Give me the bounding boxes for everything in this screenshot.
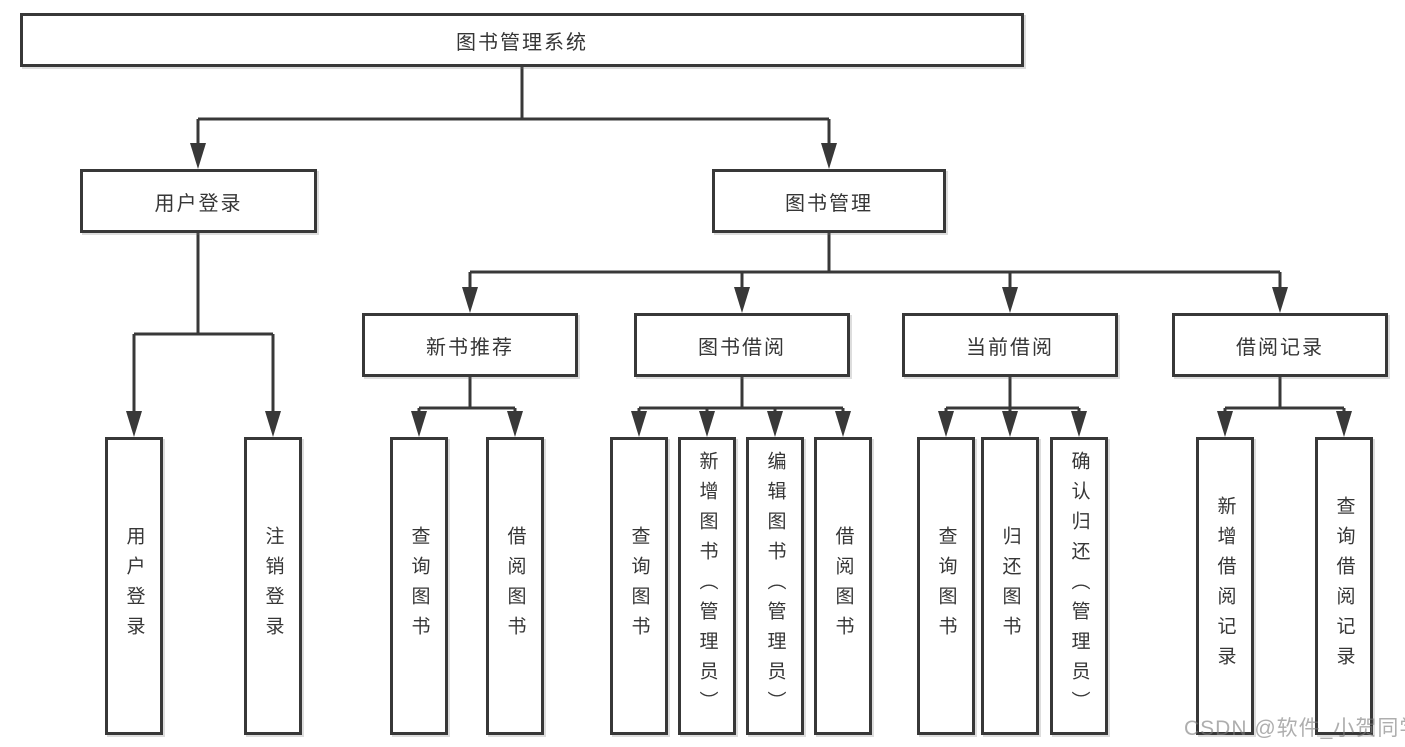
- arrowhead-book-management: [821, 143, 837, 169]
- node-root-system-label: 图书管理系统: [456, 31, 588, 54]
- arrowhead-br-add: [1217, 411, 1233, 437]
- arrowhead-cb-return: [1002, 411, 1018, 437]
- arrowhead-user-login: [190, 143, 206, 169]
- node-borrowing-records-label: 借阅记录: [1236, 336, 1324, 359]
- connector-book-management-children: [468, 233, 1282, 292]
- arrowhead-bb-edit: [767, 411, 783, 437]
- leaf-bb-add-book-admin-label: 新增图书（管理员）: [696, 451, 718, 721]
- leaf-logout: 注销登录: [244, 437, 302, 735]
- leaf-bb-borrow-books-label: 借阅图书: [832, 526, 854, 646]
- leaf-logout-label: 注销登录: [262, 526, 284, 646]
- leaf-bb-query-books-label: 查询图书: [628, 526, 650, 646]
- arrowhead-cb-confirm: [1071, 411, 1087, 437]
- leaf-user-login: 用户登录: [105, 437, 163, 735]
- leaf-cb-return-books: 归还图书: [981, 437, 1039, 735]
- arrowhead-new-book: [462, 287, 478, 313]
- leaf-cb-query-books-label: 查询图书: [935, 526, 957, 646]
- leaf-nb-query-books: 查询图书: [390, 437, 448, 735]
- connector-borrow-records-children: [1223, 377, 1346, 416]
- arrowhead-current-borrow: [1002, 287, 1018, 313]
- leaf-bb-edit-book-admin-label: 编辑图书（管理员）: [764, 451, 786, 721]
- node-new-book-recommendation: 新书推荐: [362, 313, 578, 377]
- connector-book-borrow-children: [637, 377, 845, 416]
- arrowhead-leaf-user-login: [126, 411, 142, 437]
- node-book-borrowing: 图书借阅: [634, 313, 850, 377]
- leaf-nb-borrow-books: 借阅图书: [486, 437, 544, 735]
- leaf-nb-borrow-books-label: 借阅图书: [504, 526, 526, 646]
- node-user-login-label: 用户登录: [154, 192, 243, 215]
- leaf-bb-query-books: 查询图书: [610, 437, 668, 735]
- csdn-watermark: CSDN @软件_小贺同学: [1184, 717, 1405, 740]
- leaf-nb-query-books-label: 查询图书: [408, 526, 430, 646]
- leaf-br-add-borrow-record: 新增借阅记录: [1196, 437, 1254, 735]
- connector-new-book-children: [417, 377, 517, 416]
- leaf-bb-add-book-admin: 新增图书（管理员）: [678, 437, 736, 735]
- leaf-br-query-borrow-record-label: 查询借阅记录: [1333, 496, 1355, 676]
- node-borrowing-records: 借阅记录: [1172, 313, 1388, 377]
- arrowhead-book-borrow: [734, 287, 750, 313]
- leaf-bb-borrow-books: 借阅图书: [814, 437, 872, 735]
- arrowhead-leaf-logout: [265, 411, 281, 437]
- arrowhead-br-query: [1336, 411, 1352, 437]
- arrowhead-nb-query: [411, 411, 427, 437]
- node-current-borrowing: 当前借阅: [902, 313, 1118, 377]
- leaf-cb-query-books: 查询图书: [917, 437, 975, 735]
- leaf-br-add-borrow-record-label: 新增借阅记录: [1214, 496, 1236, 676]
- node-new-book-recommendation-label: 新书推荐: [426, 336, 514, 359]
- node-book-management-label: 图书管理: [785, 192, 873, 215]
- node-current-borrowing-label: 当前借阅: [966, 336, 1054, 359]
- connector-current-borrow-children: [944, 377, 1081, 416]
- arrowhead-nb-borrow: [507, 411, 523, 437]
- arrowhead-bb-borrow: [835, 411, 851, 437]
- connector-root-to-level2: [196, 67, 831, 148]
- arrowhead-cb-query: [938, 411, 954, 437]
- leaf-cb-confirm-return-admin-label: 确认归还（管理员）: [1068, 451, 1090, 721]
- connector-user-login-children: [132, 233, 275, 416]
- leaf-bb-edit-book-admin: 编辑图书（管理员）: [746, 437, 804, 735]
- node-user-login: 用户登录: [80, 169, 317, 233]
- arrowhead-borrow-records: [1272, 287, 1288, 313]
- node-root-system: 图书管理系统: [20, 13, 1024, 67]
- node-book-borrowing-label: 图书借阅: [698, 336, 786, 359]
- leaf-br-query-borrow-record: 查询借阅记录: [1315, 437, 1373, 735]
- leaf-cb-return-books-label: 归还图书: [999, 526, 1021, 646]
- leaf-cb-confirm-return-admin: 确认归还（管理员）: [1050, 437, 1108, 735]
- arrowhead-bb-add: [699, 411, 715, 437]
- arrowhead-bb-query: [631, 411, 647, 437]
- node-book-management: 图书管理: [712, 169, 946, 233]
- leaf-user-login-label: 用户登录: [123, 526, 145, 646]
